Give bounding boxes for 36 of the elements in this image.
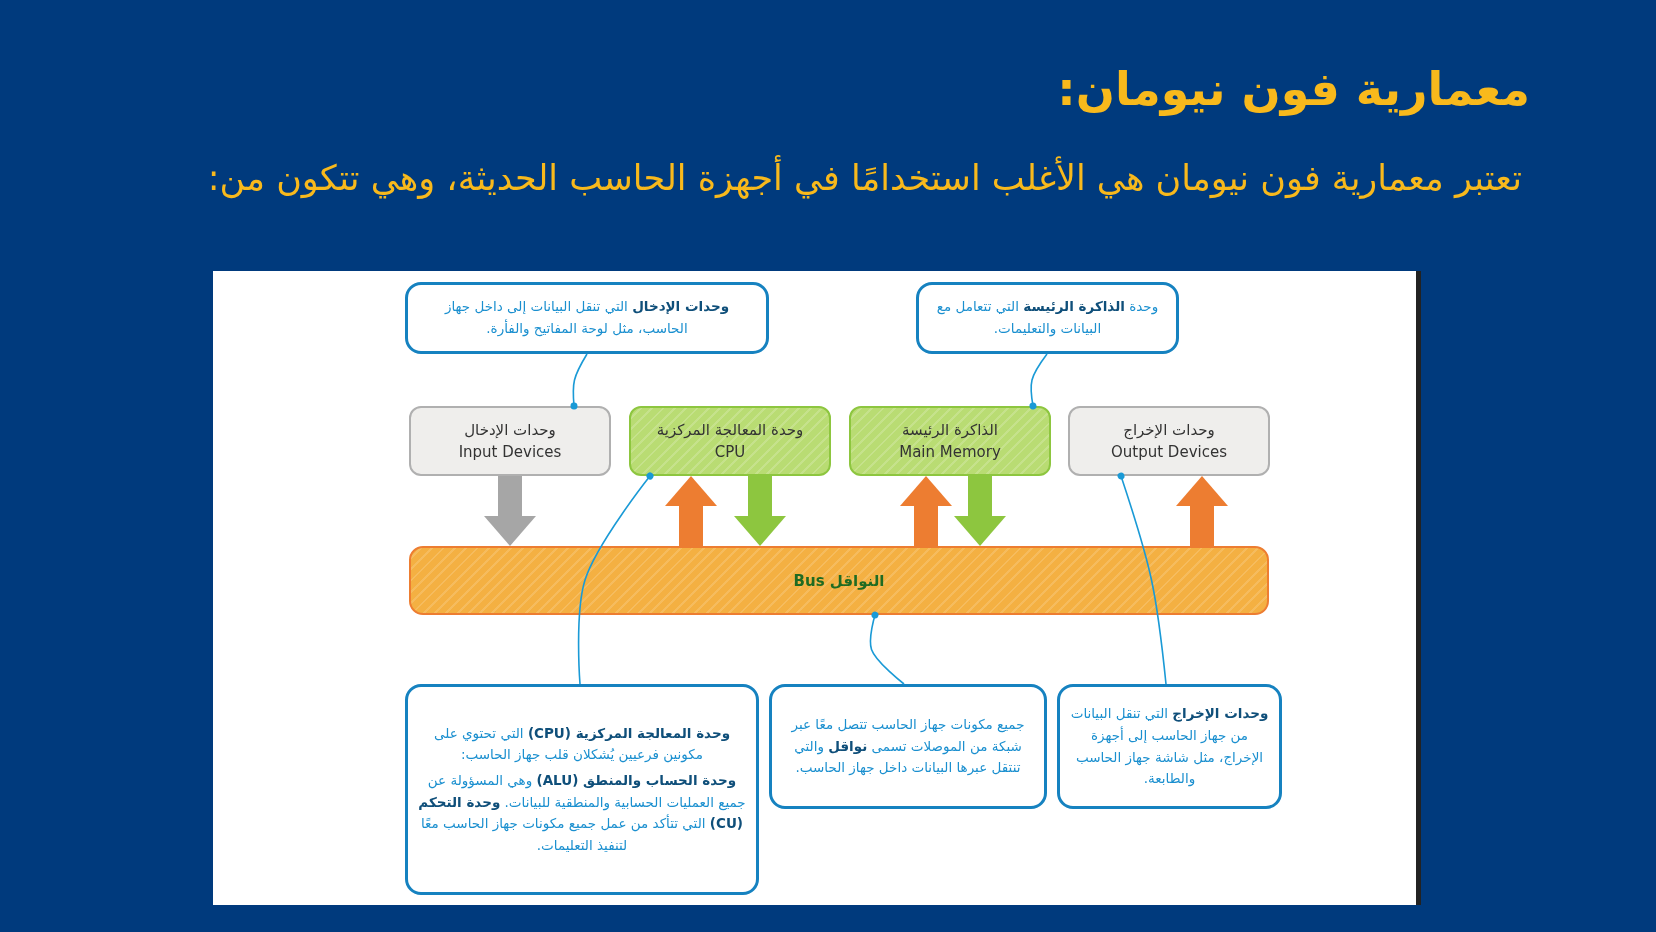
- device-box: [409, 406, 611, 476]
- callout-box: [1057, 684, 1282, 809]
- node-text: النواقل Bus: [793, 571, 885, 590]
- callout-box: [916, 282, 1179, 354]
- block-arrow: [900, 476, 952, 546]
- bus-bar: [409, 546, 1269, 615]
- node-text: وحدات الإدخال: [464, 419, 556, 441]
- callout-box: [769, 684, 1047, 809]
- node-text: Input Devices: [458, 442, 562, 463]
- node-text: الذاكرة الرئيسة: [902, 419, 998, 441]
- leader-line: [570, 353, 588, 410]
- leader-line: [869, 611, 905, 685]
- leader-line: [1117, 472, 1167, 685]
- node-text: وحدة المعالجة المركزية (CPU) التي تحتوي على مكونين فرعيين يُشكلان قلب جهاز الحاسب:: [432, 723, 732, 765]
- leader-line: [1029, 353, 1048, 410]
- node-text: Main Memory: [899, 442, 1001, 463]
- callout-box: [405, 282, 769, 354]
- block-arrow: [1176, 476, 1228, 546]
- block-arrow: [954, 476, 1006, 546]
- block-arrow: [734, 476, 786, 546]
- unit-box: [629, 406, 831, 476]
- block-arrow: [484, 476, 536, 546]
- node-text: وحدة الذاكرة الرئيسة التي تتعامل مع البيانات والتعليمات.: [935, 297, 1160, 339]
- node-text: Output Devices: [1111, 442, 1227, 463]
- block-arrow: [665, 476, 717, 546]
- device-box: [1068, 406, 1270, 476]
- leader-line: [577, 472, 654, 685]
- node-text: وحدات الإخراج التي تنقل البيانات من جهاز الحاسب إلى أجهزة الإخراج، مثل شاشة جهاز الحاسب والطابعة.: [1070, 704, 1269, 789]
- unit-box: [849, 406, 1051, 476]
- node-text: وحدات الإخراج: [1123, 419, 1215, 441]
- node-text: جميع مكونات جهاز الحاسب تتصل معًا عبر شبكة من الموصلات تسمى نواقل والتي تنتقل عبرها البيانات داخل جهاز الحاسب.: [790, 715, 1026, 778]
- node-text: وحدة الحساب والمنطق (ALU) وهي المسؤولة عن جميع العمليات الحسابية والمنطقية للبيانات. وحدة التحكم (CU) التي تتأكد من عمل جميع مكونات جهاز الحاسب معًا لتنفيذ التعليمات.: [418, 770, 746, 855]
- node-text: وحدات الإدخال التي تنقل البيانات إلى داخل جهاز الحاسب، مثل لوحة المفاتيح والفأرة.: [443, 297, 731, 339]
- node-text: وحدة المعالجة المركزية CPU: [655, 419, 805, 463]
- title: معمارية فون نيومان:: [1057, 62, 1530, 116]
- callout-box: [405, 684, 759, 895]
